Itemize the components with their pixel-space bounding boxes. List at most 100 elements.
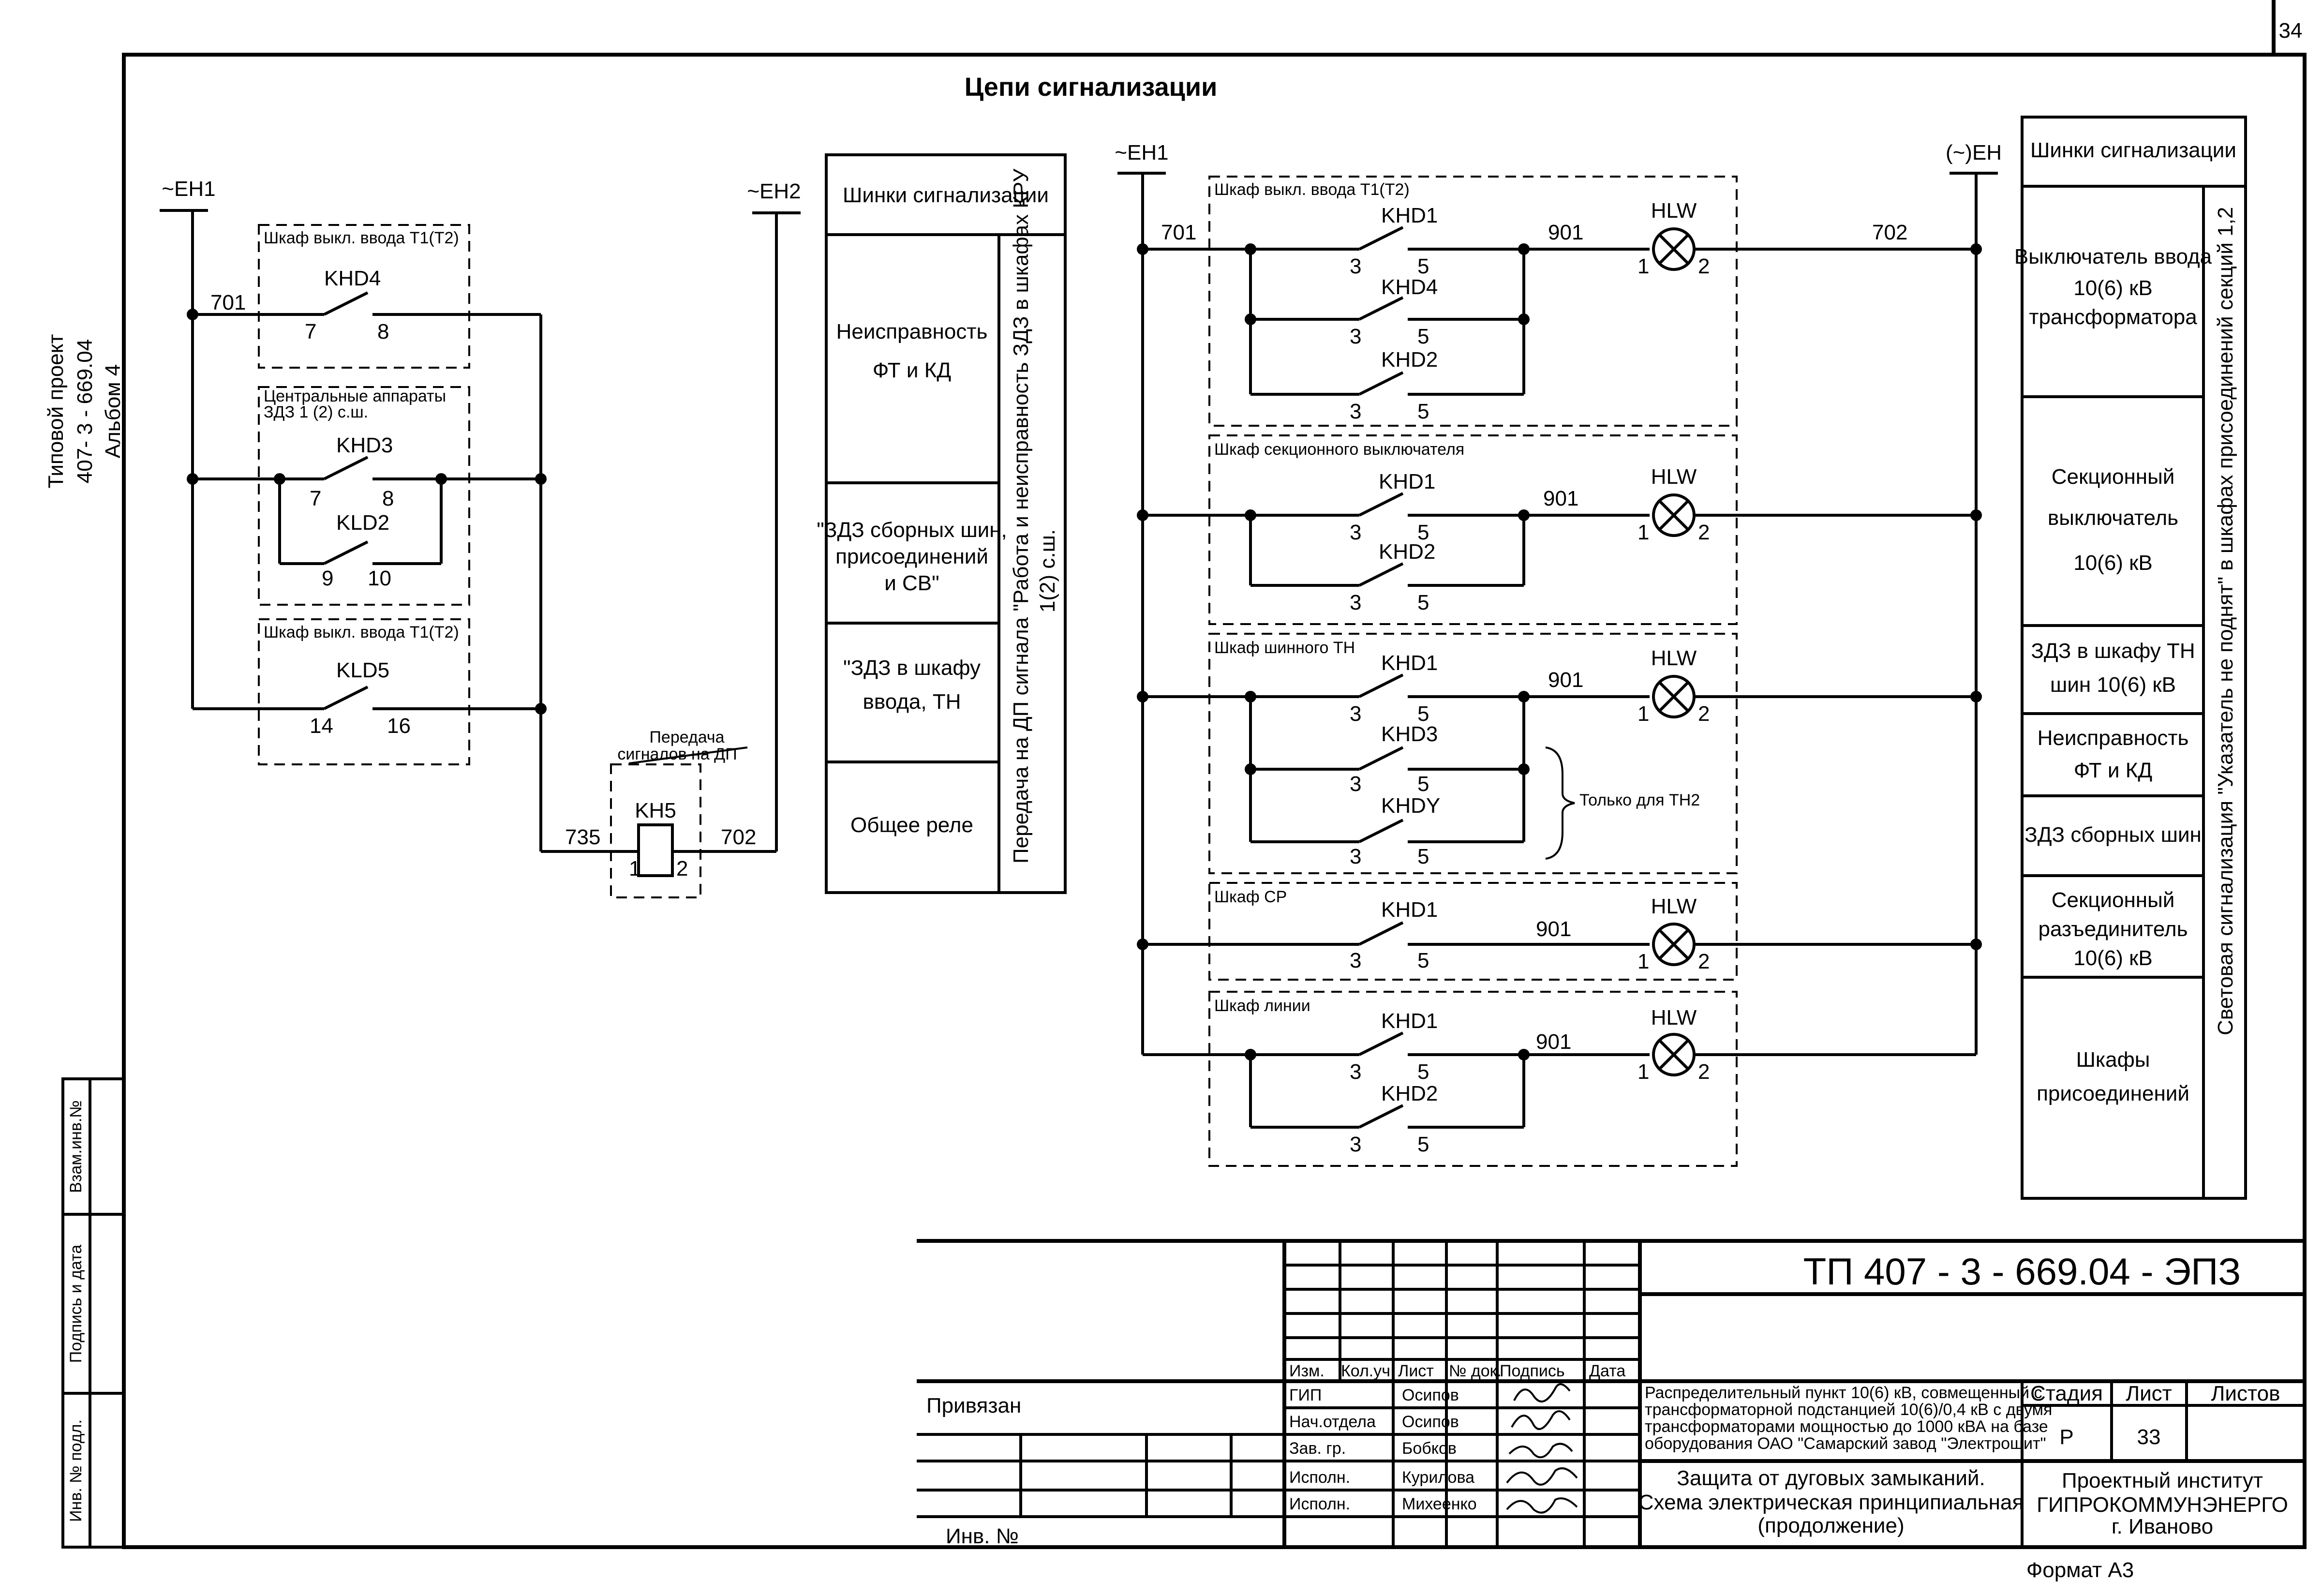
left-circuit: ~ЕН1 ~ЕН2 Шкаф выкл. ввода Т1(Т2) 701 KH… (160, 177, 801, 898)
svg-text:ввода, ТН: ввода, ТН (863, 690, 961, 714)
svg-text:Исполн.: Исполн. (1289, 1495, 1350, 1513)
svg-text:Альбом 4: Альбом 4 (101, 364, 125, 459)
svg-text:2: 2 (1698, 950, 1710, 973)
svg-text:KHD2: KHD2 (1381, 1082, 1438, 1105)
svg-text:3: 3 (1350, 521, 1361, 544)
right-signal-table: Шинки сигнализации Выключатель ввода 10(… (2014, 116, 2247, 1200)
title-block: ТП 407 - 3 - 669.04 - ЭПЗ Привязан Инв. … (917, 1239, 2305, 1582)
svg-text:3: 3 (1350, 325, 1361, 348)
svg-text:Р: Р (2059, 1425, 2073, 1449)
bus-eh-right: (~)ЕН (1946, 141, 2002, 164)
svg-text:10(6) кВ: 10(6) кВ (2073, 276, 2153, 300)
svg-text:5: 5 (1417, 702, 1429, 726)
page-number: 34 (2279, 19, 2303, 43)
svg-text:HLW: HLW (1651, 646, 1697, 670)
document-code: ТП 407 - 3 - 669.04 - ЭПЗ (1803, 1250, 2241, 1293)
signatures (1506, 1383, 1578, 1514)
svg-text:701: 701 (1161, 221, 1196, 244)
svg-text:Инв. № подл.: Инв. № подл. (67, 1419, 85, 1522)
svg-text:Секционный: Секционный (2052, 465, 2175, 489)
svg-text:Схема электрическая принципиал: Схема электрическая принципиальная (1638, 1491, 2024, 1514)
svg-text:ЗДЗ сборных шин: ЗДЗ сборных шин (2024, 823, 2202, 847)
svg-text:(продолжение): (продолжение) (1757, 1514, 1904, 1537)
svg-text:ФТ и КД: ФТ и КД (2074, 759, 2152, 782)
svg-text:Изм.: Изм. (1289, 1362, 1325, 1380)
svg-text:5: 5 (1417, 521, 1429, 544)
svg-text:1: 1 (1637, 950, 1649, 973)
svg-text:8: 8 (377, 320, 389, 343)
right-circuit: ~ЕН1 (~)ЕН Шкаф выкл. ввода Т1(Т2) 701 K… (1115, 141, 2002, 1167)
svg-text:901: 901 (1543, 487, 1578, 510)
svg-text:Типовой проект: Типовой проект (44, 334, 68, 488)
svg-text:Неисправность: Неисправность (836, 320, 988, 343)
svg-text:5: 5 (1417, 325, 1429, 348)
svg-text:1: 1 (1637, 702, 1649, 726)
svg-text:1: 1 (1637, 1060, 1649, 1084)
svg-text:KHD1: KHD1 (1381, 204, 1438, 227)
svg-text:Световая сигнализация "Указате: Световая сигнализация "Указатель не подн… (2214, 207, 2237, 1035)
svg-text:трансформаторной подстанцией 1: трансформаторной подстанцией 10(6)/0,4 к… (1645, 1401, 2052, 1419)
svg-text:Шкаф выкл. ввода Т1(Т2): Шкаф выкл. ввода Т1(Т2) (1214, 180, 1410, 199)
svg-text:3: 3 (1350, 591, 1361, 614)
svg-text:Защита от дуговых замыканий.: Защита от дуговых замыканий. (1677, 1466, 1985, 1490)
svg-text:KHD1: KHD1 (1379, 470, 1435, 493)
svg-text:Секционный: Секционный (2052, 888, 2175, 912)
svg-text:KHD2: KHD2 (1379, 540, 1435, 564)
svg-text:Общее реле: Общее реле (850, 813, 973, 837)
bus-eh1-left: ~ЕН1 (162, 177, 215, 201)
svg-text:№ док.: № док. (1449, 1362, 1502, 1380)
svg-text:HLW: HLW (1651, 1006, 1697, 1029)
svg-text:KLD2: KLD2 (336, 511, 389, 535)
svg-text:ЗДЗ 1 (2) с.ш.: ЗДЗ 1 (2) с.ш. (264, 403, 368, 421)
svg-text:Подпись: Подпись (1500, 1362, 1565, 1380)
svg-text:702: 702 (1872, 221, 1907, 244)
svg-text:присоединений: присоединений (835, 545, 988, 568)
svg-text:7: 7 (310, 487, 321, 510)
svg-text:KHD4: KHD4 (324, 267, 381, 290)
svg-text:Бобков: Бобков (1402, 1439, 1457, 1458)
svg-text:Курилова: Курилова (1402, 1468, 1474, 1487)
svg-text:Осипов: Осипов (1402, 1386, 1459, 1404)
svg-text:1(2) с.ш.: 1(2) с.ш. (1036, 529, 1059, 612)
svg-text:KH5: KH5 (635, 799, 676, 822)
svg-text:Листов: Листов (2211, 1382, 2280, 1405)
svg-text:701: 701 (210, 291, 246, 314)
svg-text:5: 5 (1417, 254, 1429, 278)
svg-text:5: 5 (1417, 591, 1429, 614)
svg-text:трансформаторами мощностью до: трансформаторами мощностью до 1000 кВА н… (1645, 1417, 2048, 1436)
bus-eh2: ~ЕН2 (747, 179, 801, 203)
svg-text:3: 3 (1350, 1060, 1361, 1084)
svg-text:9: 9 (322, 567, 333, 590)
svg-text:Лист: Лист (2126, 1382, 2172, 1405)
project-id: Типовой проект 407- 3 - 669.04 Альбом 4 (44, 334, 125, 488)
left-signal-table: Шинки сигнализации Неисправность ФТ и КД… (817, 153, 1067, 894)
svg-text:Шкаф линии: Шкаф линии (1214, 997, 1310, 1015)
svg-text:KLD5: KLD5 (336, 658, 389, 682)
svg-text:10: 10 (368, 567, 391, 590)
svg-text:33: 33 (2137, 1425, 2161, 1449)
svg-text:3: 3 (1350, 702, 1361, 726)
svg-text:2: 2 (1698, 702, 1710, 726)
svg-text:HLW: HLW (1651, 199, 1697, 223)
svg-text:2: 2 (1698, 521, 1710, 544)
svg-text:5: 5 (1417, 772, 1429, 796)
svg-text:Шкаф СР: Шкаф СР (1214, 888, 1287, 906)
svg-text:Только для ТН2: Только для ТН2 (1579, 791, 1700, 809)
svg-text:Шкафы: Шкафы (2076, 1048, 2150, 1072)
svg-text:Дата: Дата (1589, 1362, 1625, 1380)
svg-text:"ЗДЗ сборных шин,: "ЗДЗ сборных шин, (817, 518, 1007, 542)
svg-text:3: 3 (1350, 1133, 1361, 1156)
svg-text:Распределительный пункт 10(6): Распределительный пункт 10(6) кВ, совмещ… (1645, 1384, 2042, 1402)
svg-text:Передача: Передача (649, 728, 724, 746)
svg-text:Подпись и дата: Подпись и дата (67, 1245, 85, 1363)
svg-text:HLW: HLW (1651, 465, 1697, 489)
svg-text:Михеенко: Михеенко (1402, 1495, 1477, 1513)
svg-text:KHD1: KHD1 (1381, 898, 1438, 922)
svg-text:2: 2 (676, 857, 688, 880)
svg-text:3: 3 (1350, 949, 1361, 972)
svg-text:Выключатель ввода: Выключатель ввода (2014, 245, 2212, 268)
svg-text:трансформатора: трансформатора (2029, 305, 2197, 329)
svg-text:702: 702 (721, 825, 756, 849)
svg-text:1: 1 (629, 857, 640, 880)
